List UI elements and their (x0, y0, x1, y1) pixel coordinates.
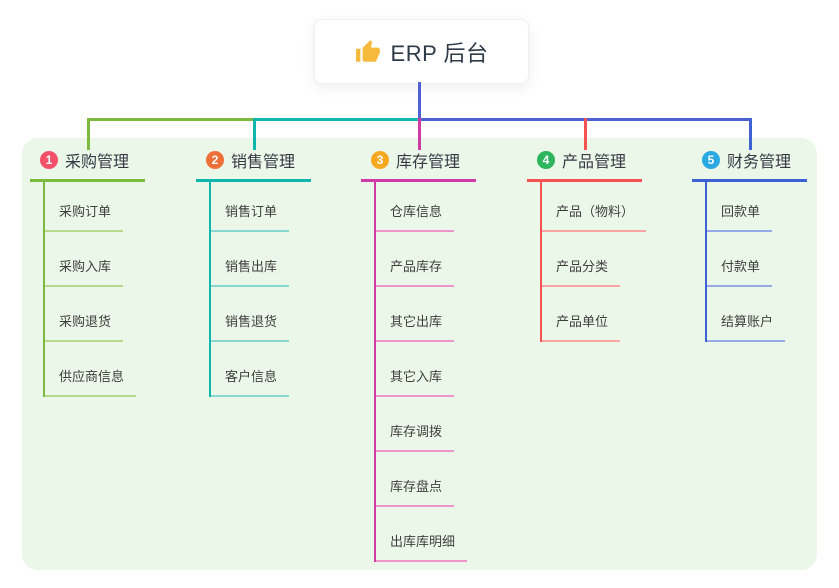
branch-number-badge: 4 (537, 151, 555, 169)
branch-drop-line (87, 118, 90, 150)
child-item[interactable]: 采购入库 (45, 258, 124, 287)
branch-label: 产品管理 (562, 154, 627, 171)
child-item[interactable]: 产品分类 (542, 258, 621, 287)
branch-children: 产品（物料） 产品分类产品单位 (540, 182, 647, 342)
child-item[interactable]: 库存调拨 (376, 423, 455, 452)
root-title: ERP 后台 (390, 40, 489, 66)
child-item[interactable]: 仓库信息 (376, 203, 455, 232)
branch: 4 产品管理 产品（物料） 产品分类产品单位 (527, 148, 647, 342)
child-label: 回款单 (707, 203, 773, 232)
child-item[interactable]: 其它出库 (376, 313, 455, 342)
child-item[interactable]: 采购退货 (45, 313, 124, 342)
child-label: 销售出库 (211, 258, 290, 287)
child-item[interactable]: 产品库存 (376, 258, 455, 287)
branch-children: 销售订单销售出库销售退货客户信息 (209, 182, 290, 397)
child-label: 结算账户 (707, 313, 786, 342)
branch-node[interactable]: 1 采购管理 (30, 148, 145, 182)
branch-node[interactable]: 5 财务管理 (692, 148, 807, 182)
root-stem-line (418, 82, 421, 119)
child-item[interactable]: 结算账户 (707, 313, 786, 342)
child-label: 出库库明细 (376, 533, 468, 562)
branch-label: 库存管理 (396, 154, 461, 171)
child-item[interactable]: 产品（物料） (542, 203, 647, 232)
thumbs-up-icon (355, 39, 381, 65)
child-label: 销售订单 (211, 203, 290, 232)
branch-node[interactable]: 4 产品管理 (527, 148, 642, 182)
child-item[interactable]: 出库库明细 (376, 533, 468, 562)
branch-children: 仓库信息产品库存其它出库其它入库库存调拨库存盘点出库库明细 (374, 182, 468, 562)
branch-label: 销售管理 (231, 154, 296, 171)
child-item[interactable]: 供应商信息 (45, 368, 137, 397)
child-label: 采购退货 (45, 313, 124, 342)
child-label: 产品分类 (542, 258, 621, 287)
child-label: 其它入库 (376, 368, 455, 397)
branch-children: 回款单付款单结算账户 (705, 182, 786, 342)
trunk-segment-line (88, 118, 255, 121)
child-label: 产品（物料） (542, 203, 647, 232)
branch-drop-line (253, 118, 256, 150)
child-label: 其它出库 (376, 313, 455, 342)
child-item[interactable]: 采购订单 (45, 203, 124, 232)
child-item[interactable]: 其它入库 (376, 368, 455, 397)
branch-node[interactable]: 2 销售管理 (196, 148, 311, 182)
child-label: 库存盘点 (376, 478, 455, 507)
branch: 1 采购管理 采购订单采购入库采购退货供应商信息 (30, 148, 145, 397)
child-item[interactable]: 销售退货 (211, 313, 290, 342)
child-label: 库存调拨 (376, 423, 455, 452)
branch-drop-line (418, 118, 421, 150)
trunk-segment-line (255, 118, 419, 121)
child-label: 仓库信息 (376, 203, 455, 232)
child-item[interactable]: 销售出库 (211, 258, 290, 287)
branch-node[interactable]: 3 库存管理 (361, 148, 476, 182)
branch: 2 销售管理 销售订单销售出库销售退货客户信息 (196, 148, 311, 397)
child-label: 产品库存 (376, 258, 455, 287)
branch-children: 采购订单采购入库采购退货供应商信息 (43, 182, 137, 397)
branch-number-badge: 5 (702, 151, 720, 169)
child-label: 付款单 (707, 258, 773, 287)
branch-number-badge: 1 (40, 151, 58, 169)
branch-label: 采购管理 (65, 154, 130, 171)
branch-label: 财务管理 (727, 154, 792, 171)
branch: 5 财务管理 回款单付款单结算账户 (692, 148, 807, 342)
child-label: 采购入库 (45, 258, 124, 287)
branches-background-panel (22, 138, 817, 570)
root-node-erp[interactable]: ERP 后台 (314, 19, 529, 84)
branch-number-badge: 2 (206, 151, 224, 169)
child-item[interactable]: 销售订单 (211, 203, 290, 232)
child-item[interactable]: 付款单 (707, 258, 773, 287)
child-label: 客户信息 (211, 368, 290, 397)
child-item[interactable]: 库存盘点 (376, 478, 455, 507)
child-label: 供应商信息 (45, 368, 137, 397)
child-item[interactable]: 产品单位 (542, 313, 621, 342)
branch: 3 库存管理 仓库信息产品库存其它出库其它入库库存调拨库存盘点出库库明细 (361, 148, 476, 562)
child-item[interactable]: 客户信息 (211, 368, 290, 397)
branch-number-badge: 3 (371, 151, 389, 169)
child-item[interactable]: 回款单 (707, 203, 773, 232)
child-label: 销售退货 (211, 313, 290, 342)
branch-drop-line (749, 118, 752, 150)
branch-drop-line (584, 118, 587, 150)
child-label: 采购订单 (45, 203, 124, 232)
child-label: 产品单位 (542, 313, 621, 342)
